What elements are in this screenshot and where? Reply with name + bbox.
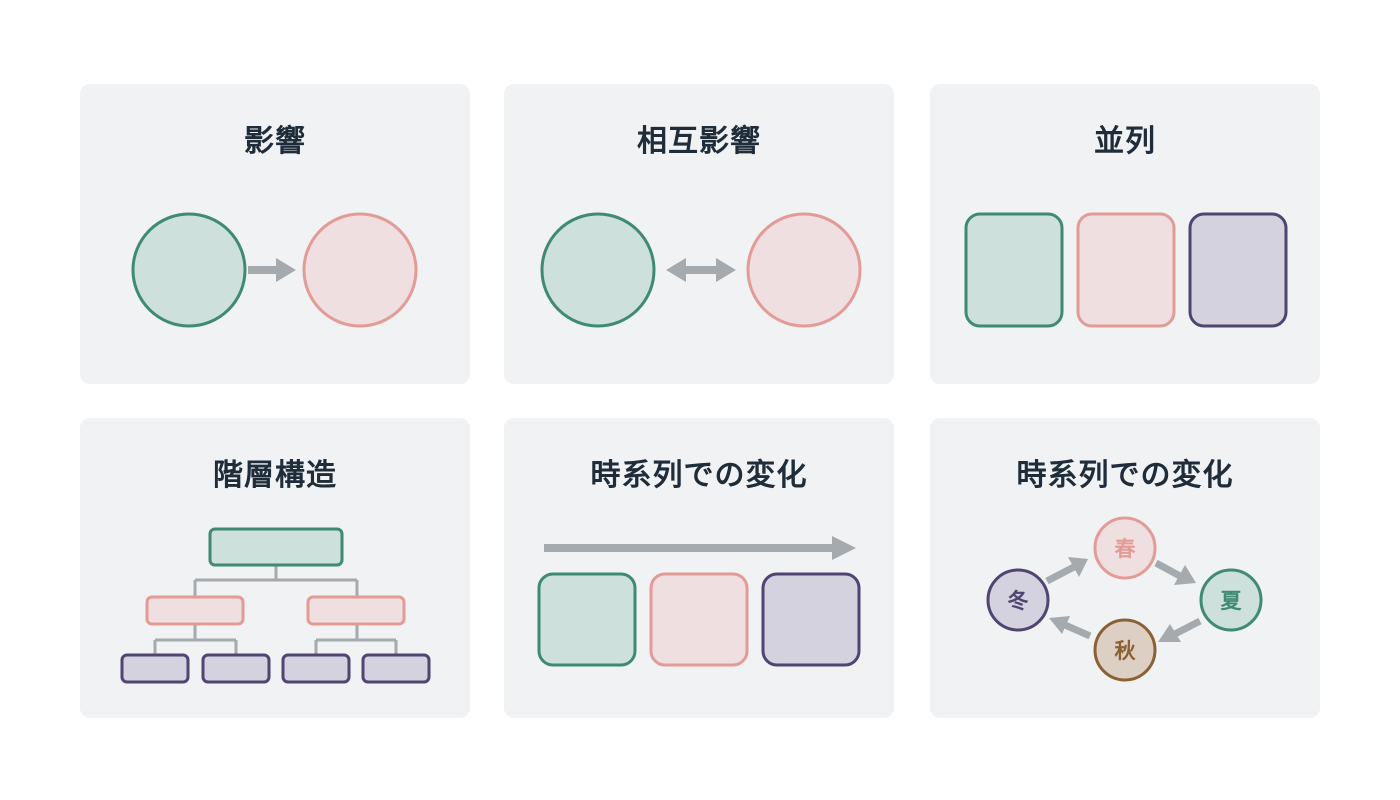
timeline-arrow	[544, 536, 856, 560]
summer-node: 夏	[1199, 568, 1263, 632]
card-title: 影響	[244, 124, 306, 159]
parallel-diagram	[964, 212, 1288, 328]
parallel-box-pink	[1076, 212, 1176, 328]
left-circle	[540, 212, 656, 328]
leaf-node	[201, 653, 271, 684]
autumn-label: 秋	[1115, 639, 1137, 663]
spring-node: 春	[1093, 516, 1157, 580]
child-node-right	[306, 595, 406, 626]
mutual-influence-diagram	[540, 212, 862, 328]
season-cycle-diagram: 春 夏 秋 冬	[986, 516, 1263, 682]
timeline-box-pink	[649, 572, 749, 667]
mutual-influence-card: 相互影響	[504, 84, 894, 384]
leaf-node	[120, 653, 190, 684]
influence-diagram	[131, 212, 418, 328]
timeline-box-green	[537, 572, 637, 667]
target-circle	[302, 212, 418, 328]
parallel-box-purple	[1188, 212, 1288, 328]
timeline-card: 時系列での変化	[504, 418, 894, 718]
leaf-node	[361, 653, 431, 684]
season-cycle-card: 時系列での変化 春 夏 秋 冬	[930, 418, 1320, 718]
leaf-node	[281, 653, 351, 684]
double-arrow	[666, 258, 736, 282]
winter-label: 冬	[1008, 589, 1029, 613]
card-title: 時系列での変化	[590, 458, 808, 493]
card-title: 時系列での変化	[1016, 458, 1234, 493]
card-title: 階層構造	[213, 458, 337, 493]
parallel-box-green	[964, 212, 1064, 328]
influence-card: 影響	[80, 84, 470, 384]
autumn-node: 秋	[1093, 618, 1157, 682]
right-arrow	[248, 258, 296, 282]
right-circle	[746, 212, 862, 328]
summer-label: 夏	[1221, 589, 1243, 613]
hierarchy-card: 階層構造	[80, 418, 470, 718]
parallel-card: 並列	[930, 84, 1320, 384]
cycle-arrows	[1045, 557, 1202, 642]
hierarchy-diagram	[120, 527, 431, 684]
timeline-box-purple	[761, 572, 861, 667]
winter-node: 冬	[986, 568, 1050, 632]
card-title: 相互影響	[637, 124, 761, 159]
spring-label: 春	[1115, 537, 1137, 561]
root-node	[208, 527, 344, 567]
hierarchy-connectors	[153, 554, 398, 655]
card-title: 並列	[1094, 124, 1156, 159]
timeline-diagram	[537, 536, 861, 667]
child-node-left	[145, 595, 245, 626]
source-circle	[131, 212, 247, 328]
